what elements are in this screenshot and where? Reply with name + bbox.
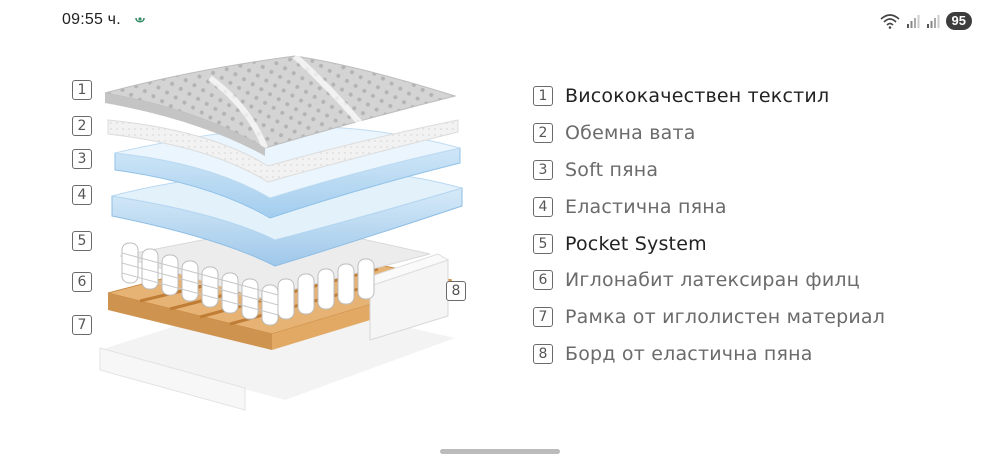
wifi-icon xyxy=(880,14,900,29)
layer-legend: 1 Висококачествен текстил 2 Обемна вата … xyxy=(533,78,973,372)
legend-number: 3 xyxy=(533,159,553,180)
signal-icon xyxy=(906,15,920,28)
status-bar: 09:55 ч. 95 xyxy=(0,0,1000,40)
legend-label: Soft пяна xyxy=(565,158,659,181)
legend-number: 6 xyxy=(533,270,553,291)
legend-label: Еластична пяна xyxy=(565,195,727,218)
legend-item-3: 3 Soft пяна xyxy=(533,152,973,189)
home-indicator[interactable] xyxy=(440,449,560,454)
legend-number: 1 xyxy=(533,86,553,107)
layer-1-quilted-textile xyxy=(104,53,457,156)
battery-icon: 95 xyxy=(945,12,972,30)
legend-label: Борд от еластична пяна xyxy=(565,342,813,365)
layer-2-wadding xyxy=(107,119,459,183)
callout-4: 4 xyxy=(72,185,92,205)
legend-label: Иглонабит латексиран филц xyxy=(565,269,860,292)
notification-app-icon xyxy=(135,17,145,23)
legend-label: Висококачествен текстил xyxy=(565,85,830,108)
legend-item-8: 8 Борд от еластична пяна xyxy=(533,336,973,373)
layer-8-foam-border xyxy=(358,253,450,341)
legend-label: Pocket System xyxy=(565,232,707,255)
legend-number: 8 xyxy=(533,343,553,364)
status-icons: 95 xyxy=(880,11,972,31)
legend-item-5: 5 Pocket System xyxy=(533,225,973,262)
mattress-diagram: 1 2 3 4 5 6 7 8 xyxy=(60,48,480,438)
legend-number: 5 xyxy=(533,233,553,254)
callout-1: 1 xyxy=(72,80,92,100)
callout-3: 3 xyxy=(72,149,92,169)
legend-item-4: 4 Еластична пяна xyxy=(533,188,973,225)
callout-5: 5 xyxy=(72,231,92,251)
mattress-layers-illustration xyxy=(99,53,464,411)
callout-6: 6 xyxy=(72,272,92,292)
legend-number: 2 xyxy=(533,123,553,144)
legend-label: Рамка от иглолистен материал xyxy=(565,306,886,329)
signal-icon xyxy=(926,15,940,28)
legend-item-2: 2 Обемна вата xyxy=(533,115,973,152)
callout-8: 8 xyxy=(446,281,466,301)
legend-label: Обемна вата xyxy=(565,122,696,145)
callout-2: 2 xyxy=(72,116,92,136)
legend-number: 7 xyxy=(533,307,553,328)
status-time: 09:55 ч. xyxy=(62,11,121,28)
legend-item-6: 6 Иглонабит латексиран филц xyxy=(533,262,973,299)
legend-item-1: 1 Висококачествен текстил xyxy=(533,78,973,115)
callout-7: 7 xyxy=(72,315,92,335)
legend-item-7: 7 Рамка от иглолистен материал xyxy=(533,299,973,336)
legend-number: 4 xyxy=(533,196,553,217)
